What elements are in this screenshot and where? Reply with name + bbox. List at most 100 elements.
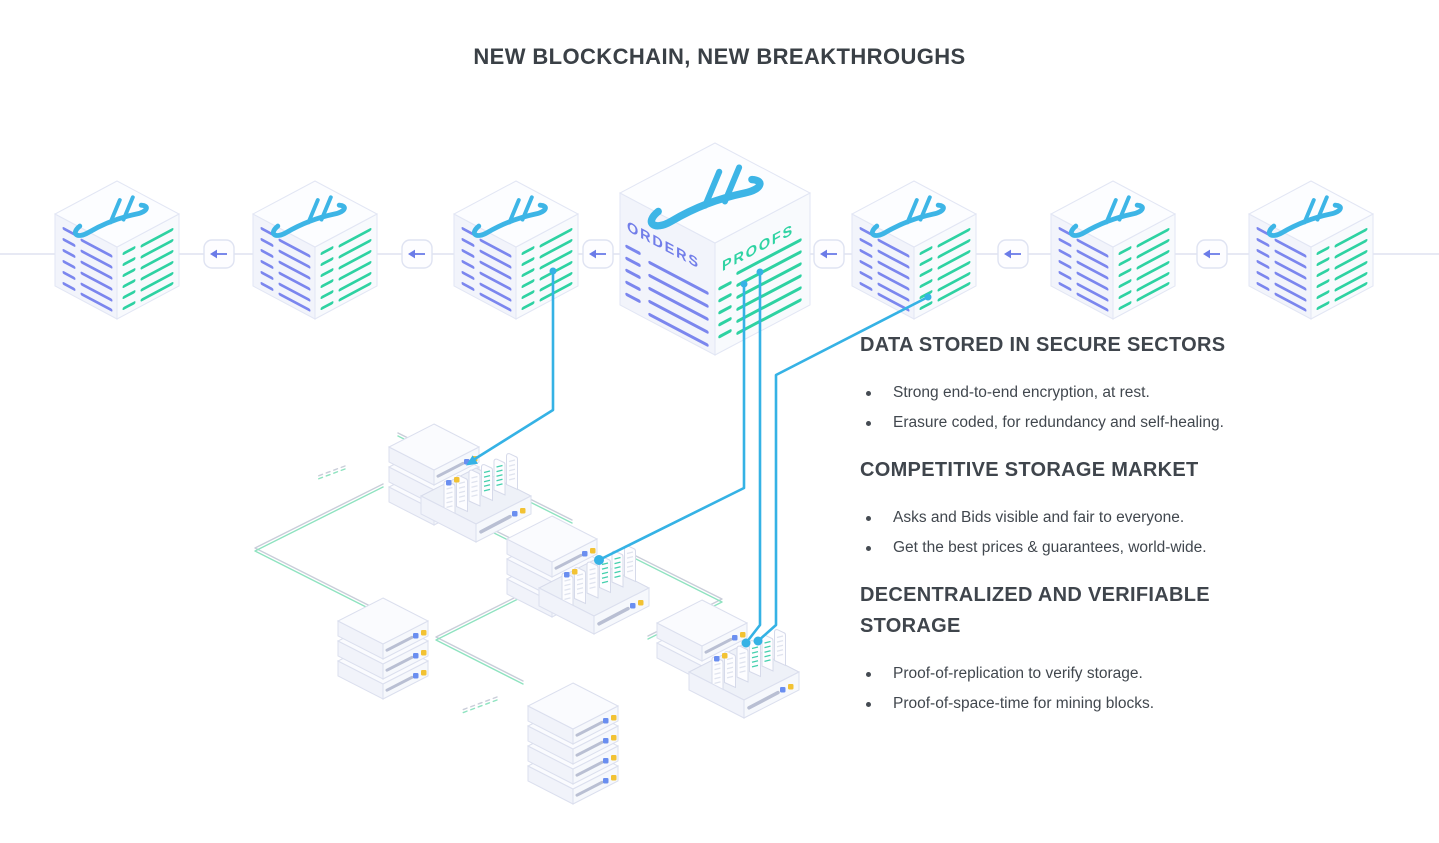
- network-cable: [254, 483, 384, 614]
- bullet-item: Proof-of-space-time for mining blocks.: [860, 689, 1264, 719]
- indicator-blue-icon: [603, 758, 609, 764]
- arrow-left-icon: [1004, 249, 1011, 259]
- indicator-yellow-icon: [454, 477, 460, 483]
- connector-dot: [740, 280, 748, 288]
- indicator-yellow-icon: [611, 735, 617, 741]
- bullet-item: Strong end-to-end encryption, at rest.: [860, 378, 1264, 408]
- file-card: [443, 480, 456, 518]
- stored-sector-file: [761, 634, 774, 672]
- indicator-blue-icon: [564, 572, 570, 578]
- indicator-blue-icon: [603, 718, 609, 724]
- network-cable: [317, 465, 346, 480]
- blockchain-block: [53, 180, 181, 320]
- feature-panel: DATA STORED IN SECURE SECTORS Strong end…: [860, 330, 1264, 736]
- server-vent: [597, 606, 630, 626]
- blockchain-block: [850, 180, 978, 320]
- block-top-face: [618, 142, 812, 244]
- block-top-face: [53, 180, 181, 248]
- block-top-face: [452, 180, 580, 248]
- file-card: [624, 545, 636, 583]
- indicator-blue-icon: [603, 738, 609, 744]
- file-card: [586, 561, 599, 599]
- server-vent: [436, 461, 465, 478]
- storage-miner-stack: [526, 682, 620, 805]
- bullet-item: Asks and Bids visible and fair to everyo…: [860, 503, 1264, 533]
- file-card: [711, 656, 724, 694]
- server-vent: [575, 760, 604, 777]
- connector-dot: [741, 638, 751, 648]
- server-unit: [655, 599, 749, 662]
- block-top-face: [251, 180, 379, 248]
- server-drawer: [419, 453, 533, 543]
- arrow-left-icon: [820, 249, 827, 259]
- blockchain-block: [452, 180, 580, 320]
- connector-dot: [594, 555, 604, 565]
- blockchain-block: [1049, 180, 1177, 320]
- filecoin-logo-icon: [271, 195, 347, 238]
- proof-connector-line: [741, 268, 764, 648]
- indicator-blue-icon: [512, 511, 518, 517]
- server-drawer: [537, 545, 651, 635]
- block-top-face: [1049, 180, 1177, 248]
- indicator-blue-icon: [603, 778, 609, 784]
- server-vent: [385, 655, 414, 672]
- section-bullets: Strong end-to-end encryption, at rest. E…: [860, 378, 1264, 438]
- network-cable: [461, 696, 498, 714]
- server-unit: [505, 515, 599, 578]
- storage-miner-stack: [336, 597, 430, 700]
- connector-dot: [756, 268, 764, 276]
- server-vent: [747, 690, 780, 710]
- indicator-blue-icon: [446, 480, 452, 486]
- bullet-item: Proof-of-replication to verify storage.: [860, 659, 1264, 689]
- file-card: [506, 453, 518, 491]
- bullet-item: Erasure coded, for redundancy and self-h…: [860, 408, 1264, 438]
- indicator-blue-icon: [413, 653, 419, 659]
- indicator-yellow-icon: [638, 600, 644, 606]
- connector-dot: [924, 293, 932, 301]
- block-top-face: [1247, 180, 1375, 248]
- indicator-yellow-icon: [520, 508, 526, 514]
- server-unit: [387, 423, 481, 486]
- indicator-yellow-icon: [611, 755, 617, 761]
- section-bullets: Asks and Bids visible and fair to everyo…: [860, 503, 1264, 563]
- file-card: [468, 469, 481, 507]
- connector-arrowhead: [466, 455, 478, 466]
- stored-sector-file: [749, 640, 761, 678]
- arrow-left-icon: [210, 249, 217, 259]
- arrow-left-icon: [589, 249, 596, 259]
- server-vent: [704, 637, 733, 654]
- indicator-blue-icon: [413, 673, 419, 679]
- filecoin-logo-icon: [73, 195, 149, 238]
- server-unit: [526, 682, 620, 745]
- indicator-blue-icon: [732, 635, 738, 641]
- blockchain-block: [251, 180, 379, 320]
- server-vent: [575, 720, 604, 737]
- file-card: [736, 645, 749, 683]
- indicator-yellow-icon: [611, 775, 617, 781]
- file-card: [561, 572, 574, 610]
- filecoin-logo-icon: [870, 195, 946, 238]
- filecoin-logo-icon: [647, 164, 764, 230]
- network-cable: [435, 584, 541, 685]
- indicator-blue-icon: [413, 633, 419, 639]
- section-heading: DATA STORED IN SECURE SECTORS: [860, 334, 1226, 356]
- feature-section-secure-sectors: DATA STORED IN SECURE SECTORS Strong end…: [860, 330, 1264, 438]
- indicator-blue-icon: [630, 603, 636, 609]
- indicator-yellow-icon: [740, 632, 746, 638]
- arrow-left-icon: [408, 249, 415, 259]
- section-heading: COMPETITIVE STORAGE MARKET: [860, 459, 1199, 481]
- filecoin-logo-icon: [1069, 195, 1145, 238]
- block-top-face: [850, 180, 978, 248]
- server-vent: [575, 780, 604, 797]
- indicator-blue-icon: [714, 656, 720, 662]
- feature-section-verifiable-storage: DECENTRALIZED AND VERIFIABLE STORAGE Pro…: [860, 580, 1264, 719]
- section-heading: DECENTRALIZED AND VERIFIABLE STORAGE: [860, 584, 1210, 637]
- page-title: NEW BLOCKCHAIN, NEW BREAKTHROUGHS: [473, 44, 966, 69]
- server-drawer: [687, 629, 801, 719]
- arrow-left-icon: [1203, 249, 1210, 259]
- proof-connector-line: [594, 280, 748, 565]
- proof-connector-line: [466, 267, 557, 466]
- indicator-yellow-icon: [421, 630, 427, 636]
